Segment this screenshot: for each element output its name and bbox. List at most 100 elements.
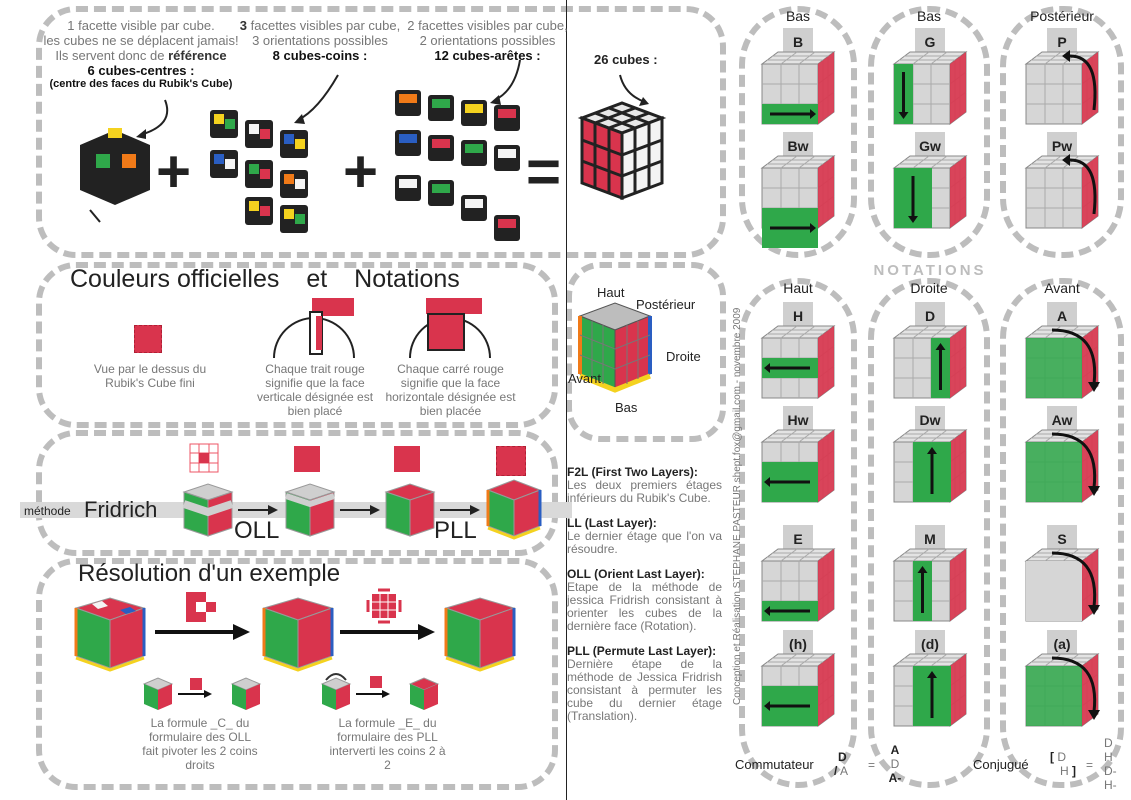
glossary-desc-ll: Le dernier étage que l'on va résoudre. [567, 529, 722, 556]
oll-detail-row [142, 677, 262, 710]
edges-line1: 2 facettes visibles par cube, [407, 18, 568, 33]
group-header-bas-1: Bas [785, 8, 811, 24]
move-cube-A [1024, 325, 1100, 399]
fridrich-arrow-2 [340, 505, 380, 515]
group-panel-bas-b [739, 6, 857, 258]
pointer-arrow [89, 209, 101, 223]
face-label-haut: Haut [597, 285, 625, 300]
move-cube-M [892, 548, 968, 622]
edges-line2: 2 orientations possibles [419, 33, 556, 48]
corners-title: 8 cubes-coins : [272, 48, 368, 63]
face-label-droite: Droite [666, 349, 701, 364]
pll-label: PLL [434, 517, 477, 544]
move-cube-E [760, 548, 836, 622]
colors-title-part1: Couleurs officielles [70, 265, 280, 293]
center-pieces-illustration [80, 128, 150, 223]
commutateur-label: Commutateur [735, 757, 814, 772]
centers-line2: les cubes ne se déplacent jamais! [43, 33, 239, 48]
glossary: F2L (First Two Layers): Les deux premier… [567, 466, 722, 723]
horizontal-placement-icon [409, 298, 491, 359]
group-panel-avant [1000, 278, 1124, 788]
edges-title: 12 cubes-arêtes : [434, 48, 541, 63]
example-pll-icon [366, 588, 402, 624]
glossary-term-ll: LL (Last Layer): [567, 516, 657, 530]
credit-text: Conception et Réalisation STEPHANE PASTE… [732, 307, 743, 705]
corners-text: 3 facettes visibles par cube, 3 orientat… [230, 18, 410, 63]
fridrich-cube-3 [384, 483, 436, 537]
example-oll-icon [186, 592, 216, 622]
fridrich-arrow-1 [238, 505, 278, 515]
move-cube-Aw [1024, 429, 1100, 503]
example-arrow-1 [155, 624, 250, 640]
corners-line2: 3 orientations possibles [252, 33, 388, 48]
move-cube-B [760, 51, 836, 125]
glossary-desc-pll: Dernière étape de la méthode de Jessica … [567, 657, 722, 723]
method-prefix: méthode [24, 504, 71, 518]
move-cube-D [892, 325, 968, 399]
oll-label: OLL [234, 517, 280, 544]
group-header-posterieur: Postérieur [1030, 8, 1094, 24]
move-cube-S [1024, 548, 1100, 622]
oll-swatch [294, 446, 320, 472]
edges-text: 2 facettes visibles par cube, 2 orientat… [400, 18, 575, 63]
move-cube-P [1024, 50, 1100, 125]
colors-title-part2: et [306, 265, 328, 293]
fridrich-cube-2 [284, 483, 336, 537]
red-facet-swatch [134, 325, 162, 353]
pll-swatch [496, 446, 526, 476]
vertical-caption: Chaque trait rouge signifie que la face … [256, 362, 374, 418]
example-cube-2 [262, 597, 334, 672]
notations-title: NOTATIONS [873, 262, 987, 279]
total-arrow [619, 74, 649, 106]
move-cube-Bw [760, 155, 836, 248]
move-cube-h [760, 653, 836, 727]
glossary-term-f2l: F2L (First Two Layers): [567, 465, 698, 479]
group-header-droite: Droite [910, 280, 948, 296]
corner-pieces-illustration [210, 110, 308, 233]
glossary-desc-oll: Etape de la méthode de jessica Fridrish … [567, 580, 722, 633]
move-cube-Gw [892, 155, 968, 229]
edge-pieces-illustration [395, 90, 520, 241]
fridrich-cube-4 [486, 479, 542, 540]
faces-cube-illustration [578, 302, 652, 393]
face-label-posterieur: Postérieur [636, 297, 696, 312]
group-header-haut: Haut [783, 280, 813, 296]
move-cube-Hw [760, 429, 836, 503]
example-arrow-2 [340, 624, 435, 640]
glossary-desc-f2l: Les deux premiers étages inférieurs du R… [567, 478, 722, 505]
group-header-avant: Avant [1044, 280, 1080, 296]
group-panel-posterieur [1000, 6, 1124, 258]
centers-line3: Ils servent donc de référence [55, 48, 227, 63]
oll-formula-caption: La formule _C_ du formulaire des OLL fai… [142, 716, 258, 772]
face-label-bas: Bas [615, 400, 638, 415]
method-name: Fridrich [84, 497, 158, 522]
group-header-bas-2: Bas [916, 8, 942, 24]
colors-panel [36, 262, 558, 428]
equals-sign: = [526, 138, 562, 205]
example-cube-3 [444, 597, 516, 672]
centers-line1: 1 facette visible par cube. [67, 18, 215, 33]
vertical-placement-icon [273, 298, 355, 359]
centers-title: 6 cubes-centres : [87, 63, 195, 78]
centers-subtitle: (centre des faces du Rubik's Cube) [49, 78, 233, 90]
horizontal-caption: Chaque carré rouge signifie que la face … [385, 362, 516, 418]
centers-text: 1 facette visible par cube. les cubes ne… [36, 18, 246, 91]
colors-title-part3: Notations [354, 265, 460, 293]
glossary-term-pll: PLL (Permute Last Layer): [567, 644, 717, 658]
group-panel-bas-g [868, 6, 990, 258]
centers-arrow [136, 99, 169, 139]
corners-arrow [294, 74, 339, 124]
plus-sign-1: + [156, 138, 192, 205]
plus-sign-2: + [343, 138, 379, 205]
conjugue-label: Conjugué [973, 757, 1029, 772]
move-cube-Pw [1024, 154, 1100, 229]
fridrich-cube-1 [182, 483, 234, 537]
colors-title: Couleurs officielles et Notations [70, 265, 460, 294]
ll-swatch [394, 446, 420, 472]
vertical-divider [566, 0, 567, 800]
example-title: Résolution d'un exemple [78, 560, 341, 587]
face-label-avant: Avant [568, 371, 602, 386]
